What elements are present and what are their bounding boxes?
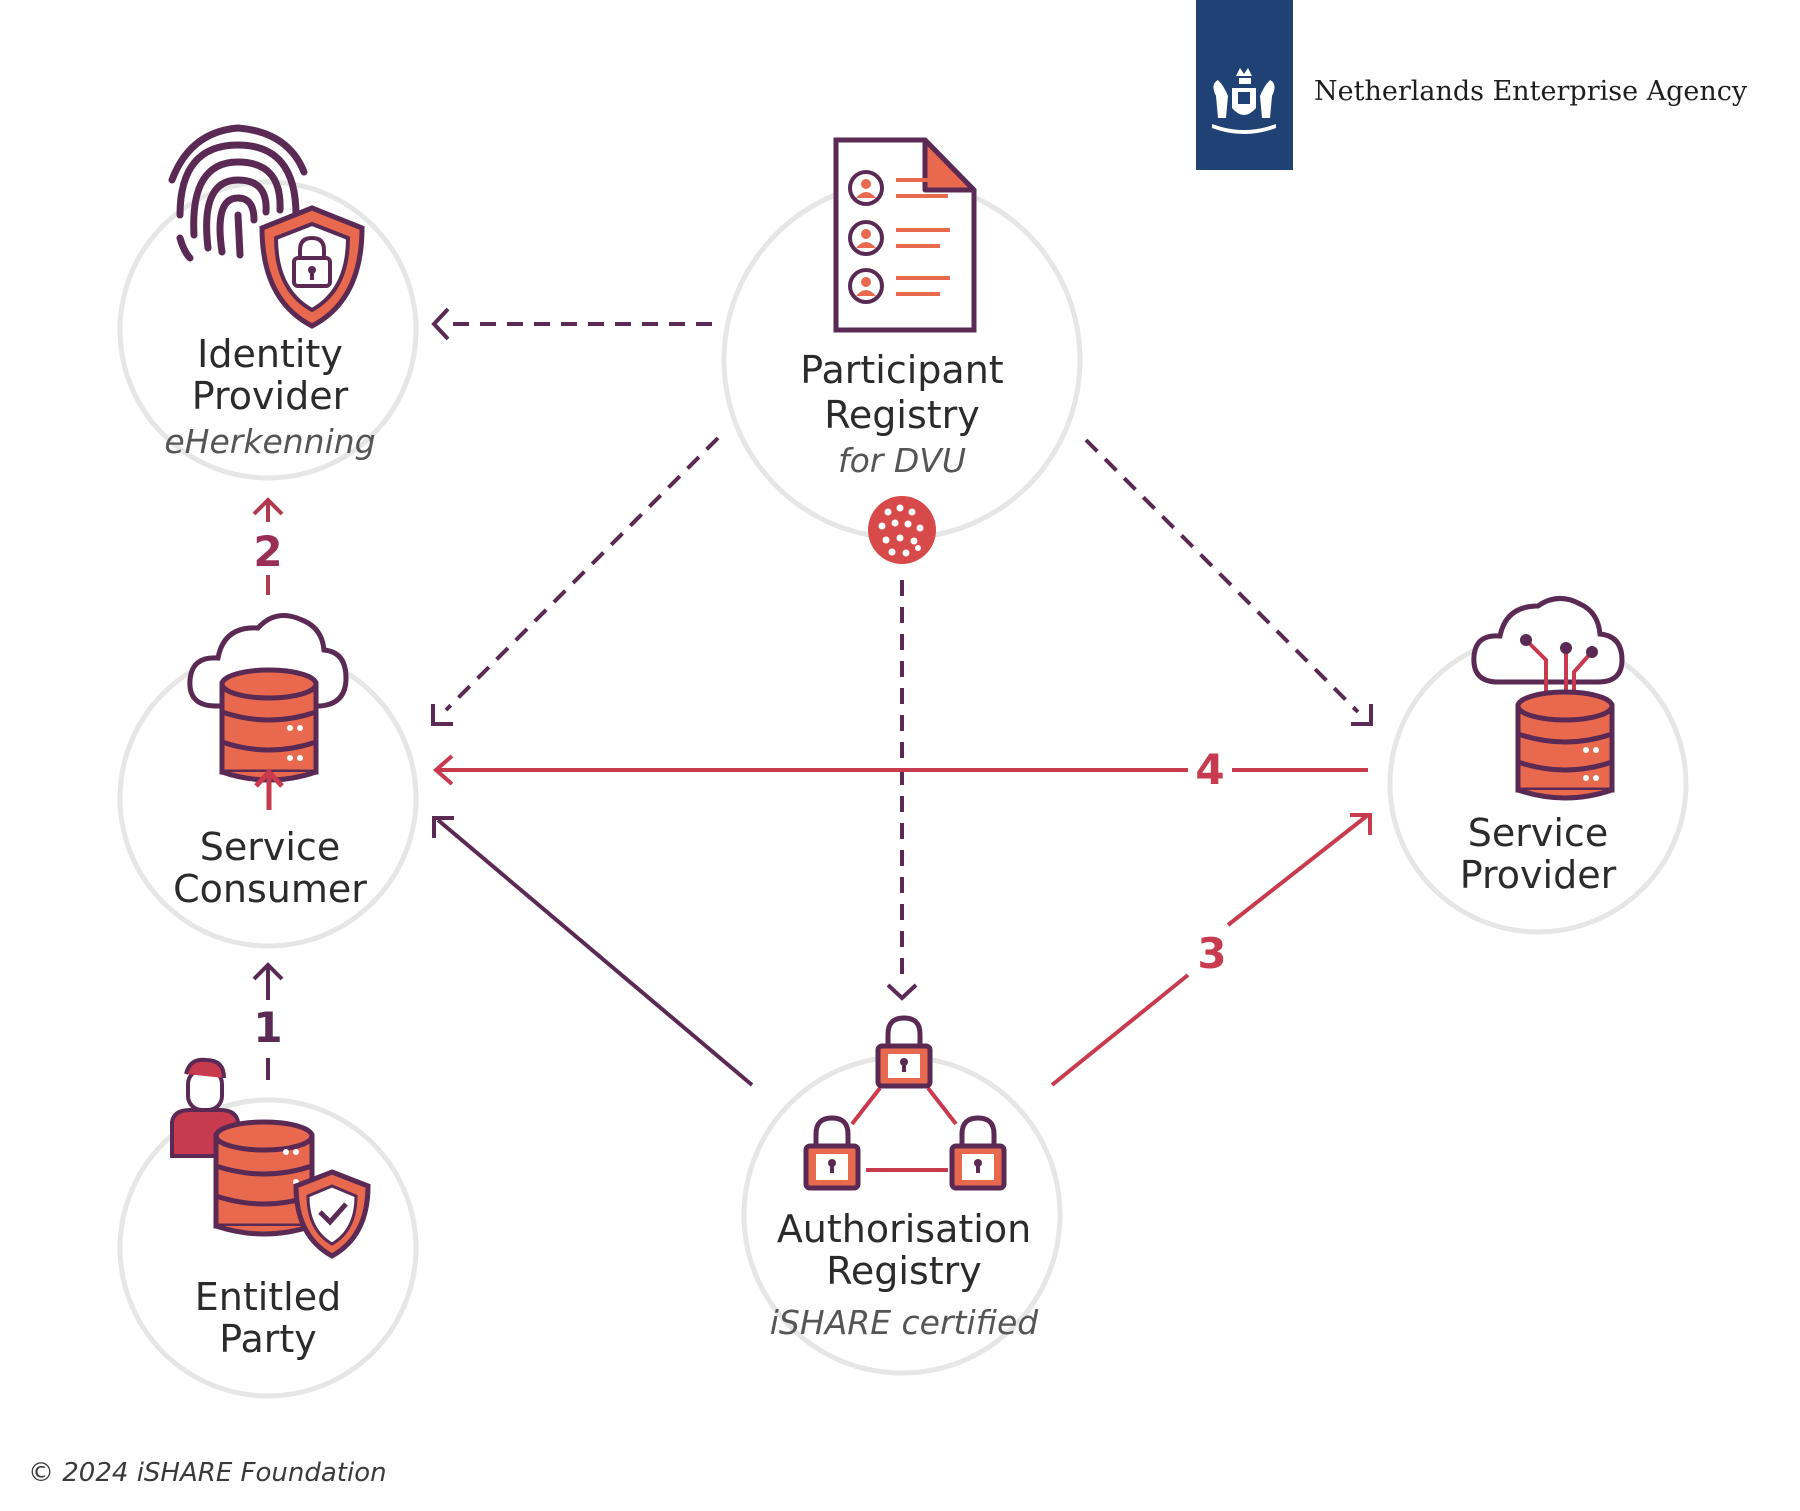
cloud-circuit-database-icon [1471,596,1625,801]
step3-arrow-b [1226,813,1370,927]
service-provider-title-line1: Service [1468,811,1608,855]
service-consumer-title-line1: Service [200,825,340,869]
authorisation-to-consumer-arrow [436,818,754,1087]
registry-to-provider-arrow [1084,438,1360,714]
cloud-database-icon [187,613,349,810]
agency-name: Netherlands Enterprise Agency [1314,76,1748,107]
coat-of-arms-icon [1212,68,1276,134]
step-3-label: 3 [1197,929,1226,978]
arrowhead-consumer-solid [432,816,454,838]
identity-provider-title-line1: Identity [197,332,343,376]
participant-registry-title-line2: Registry [824,393,980,437]
arrowhead-step1 [252,962,284,981]
lock-right-icon [949,1115,1007,1191]
arrowhead-step3 [1350,813,1372,835]
authorisation-registry-subtitle: iSHARE certified [770,1303,1040,1342]
authorisation-registry-title-line2: Registry [826,1249,982,1293]
copyright-notice: © 2024 iSHARE Foundation [28,1458,387,1488]
arrowhead-authorisation [886,983,918,1001]
participant-registry-title-line1: Participant [800,348,1003,392]
lock-left-icon [803,1115,861,1191]
lock-top-icon [875,1015,933,1089]
step-2-label: 2 [253,527,282,576]
arrowhead-provider [1351,704,1373,726]
entitled-party-title-line2: Party [219,1317,317,1361]
arrowhead-step4 [432,754,454,786]
step-4-label: 4 [1195,745,1224,794]
arrowhead-consumer [431,704,453,726]
arrowhead-identity [431,307,450,341]
fingerprint-shield-icon [168,124,308,262]
lock-network-icon [803,1015,1007,1191]
identity-provider-subtitle: eHerkenning [164,422,375,461]
service-consumer-title-line2: Consumer [173,867,367,911]
participant-list-document-icon [833,137,977,333]
authorisation-registry-title-line1: Authorisation [777,1207,1031,1251]
arrowhead-step2 [252,497,284,516]
participant-registry-subtitle: for DVU [838,441,966,480]
step-1-label: 1 [253,1003,282,1052]
entitled-party-title-line1: Entitled [195,1275,342,1319]
registry-to-consumer-arrow [444,436,720,712]
ishare-sphere-icon [868,496,936,564]
service-provider-title-line2: Provider [1460,853,1617,897]
agency-logo [1196,0,1293,170]
person-database-shield-icon [170,1057,371,1259]
dashed-connectors [444,322,1360,985]
step3-arrow-a [1050,973,1190,1087]
identity-provider-title-line2: Provider [192,374,349,418]
shield-lock-icon [259,205,365,329]
